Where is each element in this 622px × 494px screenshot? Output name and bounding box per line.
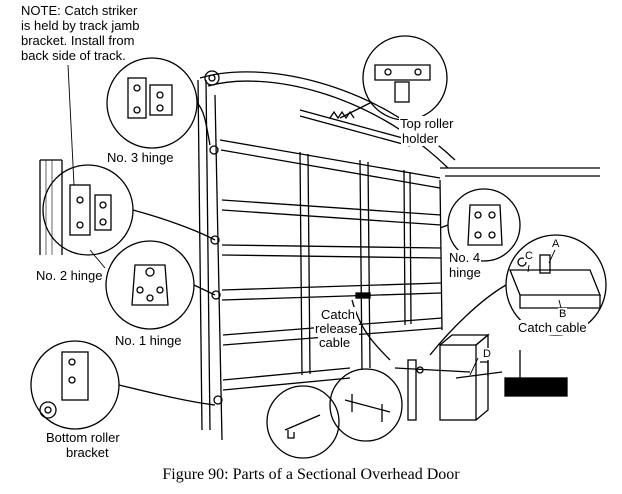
figure-caption: Figure 90: Parts of a Sectional Overhead… [162,466,460,483]
label-catch-release-1: Catch [320,307,356,322]
callout-a: A [551,238,561,250]
label-top-roller-2: holder [401,131,440,146]
label-catch-cable: Catch cable [517,320,588,335]
note-line-4: back side of track. [20,48,127,63]
catch-assembly [394,333,568,421]
callout-c: C [524,250,534,262]
label-no3-hinge: No. 3 hinge [106,150,175,165]
label-no4-hinge-2: hinge [448,265,482,280]
label-catch-release-3: cable [318,335,352,350]
label-catch-release-2: release [314,321,359,336]
callout-b: B [558,308,568,320]
label-no1-hinge: No. 1 hinge [114,333,183,348]
callout-d: D [482,348,492,360]
leader-lines [67,64,564,376]
label-bottom-roller-1: Bottom roller [45,430,121,445]
label-no4-hinge-1: No. 4 [448,250,482,265]
label-bottom-roller-2: bracket [65,445,110,460]
label-no2-hinge: No. 2 hinge [35,268,104,283]
label-top-roller-1: Top roller [399,116,455,131]
note-line-2: is held by track jamb [20,18,141,33]
door-panels [39,70,600,441]
note-line-3: bracket. Install from [20,33,136,48]
note-line-1: NOTE: Catch striker [20,3,139,18]
